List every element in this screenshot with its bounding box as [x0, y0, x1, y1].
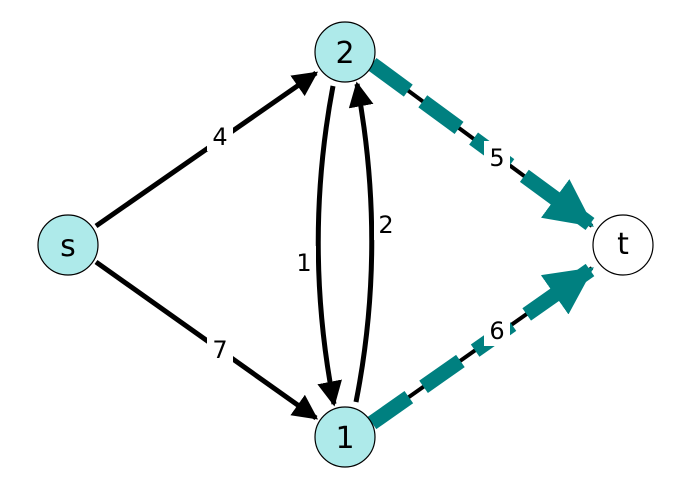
capacity-label: 2	[378, 211, 393, 239]
nodes: s 2 1 t	[37, 21, 654, 468]
edge-label-s-1: 7	[207, 334, 233, 364]
edge-label-1-t: 6	[484, 314, 510, 346]
edge-label-1-2: 2	[374, 208, 398, 240]
node-label: t	[617, 227, 629, 262]
edge-labels: 4 7 1 2 5 6	[207, 121, 510, 364]
edge-2-to-1	[315, 85, 342, 407]
capacity-label: 5	[489, 144, 504, 172]
node-1: 1	[314, 406, 376, 468]
node-label: 2	[335, 36, 354, 71]
edge-2-to-t-highlight	[367, 57, 595, 231]
node-2: 2	[314, 21, 376, 83]
node-label: s	[60, 229, 76, 264]
capacity-label: 7	[212, 336, 227, 364]
capacity-label: 1	[296, 249, 311, 277]
edges	[94, 57, 595, 430]
edge-s-to-1	[94, 259, 319, 421]
edge-label-s-2: 4	[207, 121, 233, 151]
edge-1-to-t-highlight	[367, 263, 595, 430]
node-t: t	[592, 214, 654, 276]
edge-s-to-2	[94, 70, 319, 229]
node-s: s	[37, 214, 99, 276]
edge-1-to-2	[348, 81, 375, 403]
capacity-label: 6	[489, 317, 504, 345]
capacity-label: 4	[212, 123, 227, 151]
node-label: 1	[335, 421, 354, 456]
edge-label-2-1: 1	[292, 246, 316, 278]
edge-label-2-t: 5	[484, 141, 510, 173]
